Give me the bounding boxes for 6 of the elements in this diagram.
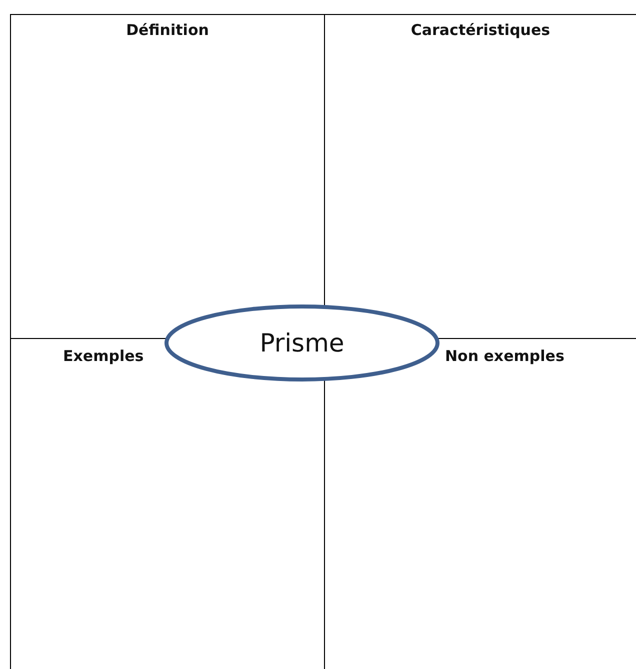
topic-label: Prisme [258,328,346,358]
quadrant-heading: Caractéristiques [410,21,552,39]
central-ellipse [164,304,440,382]
quadrant-heading: Exemples [63,347,144,365]
quadrant-heading: Définition [125,21,210,39]
quadrant-heading: Non exemples [445,347,564,365]
